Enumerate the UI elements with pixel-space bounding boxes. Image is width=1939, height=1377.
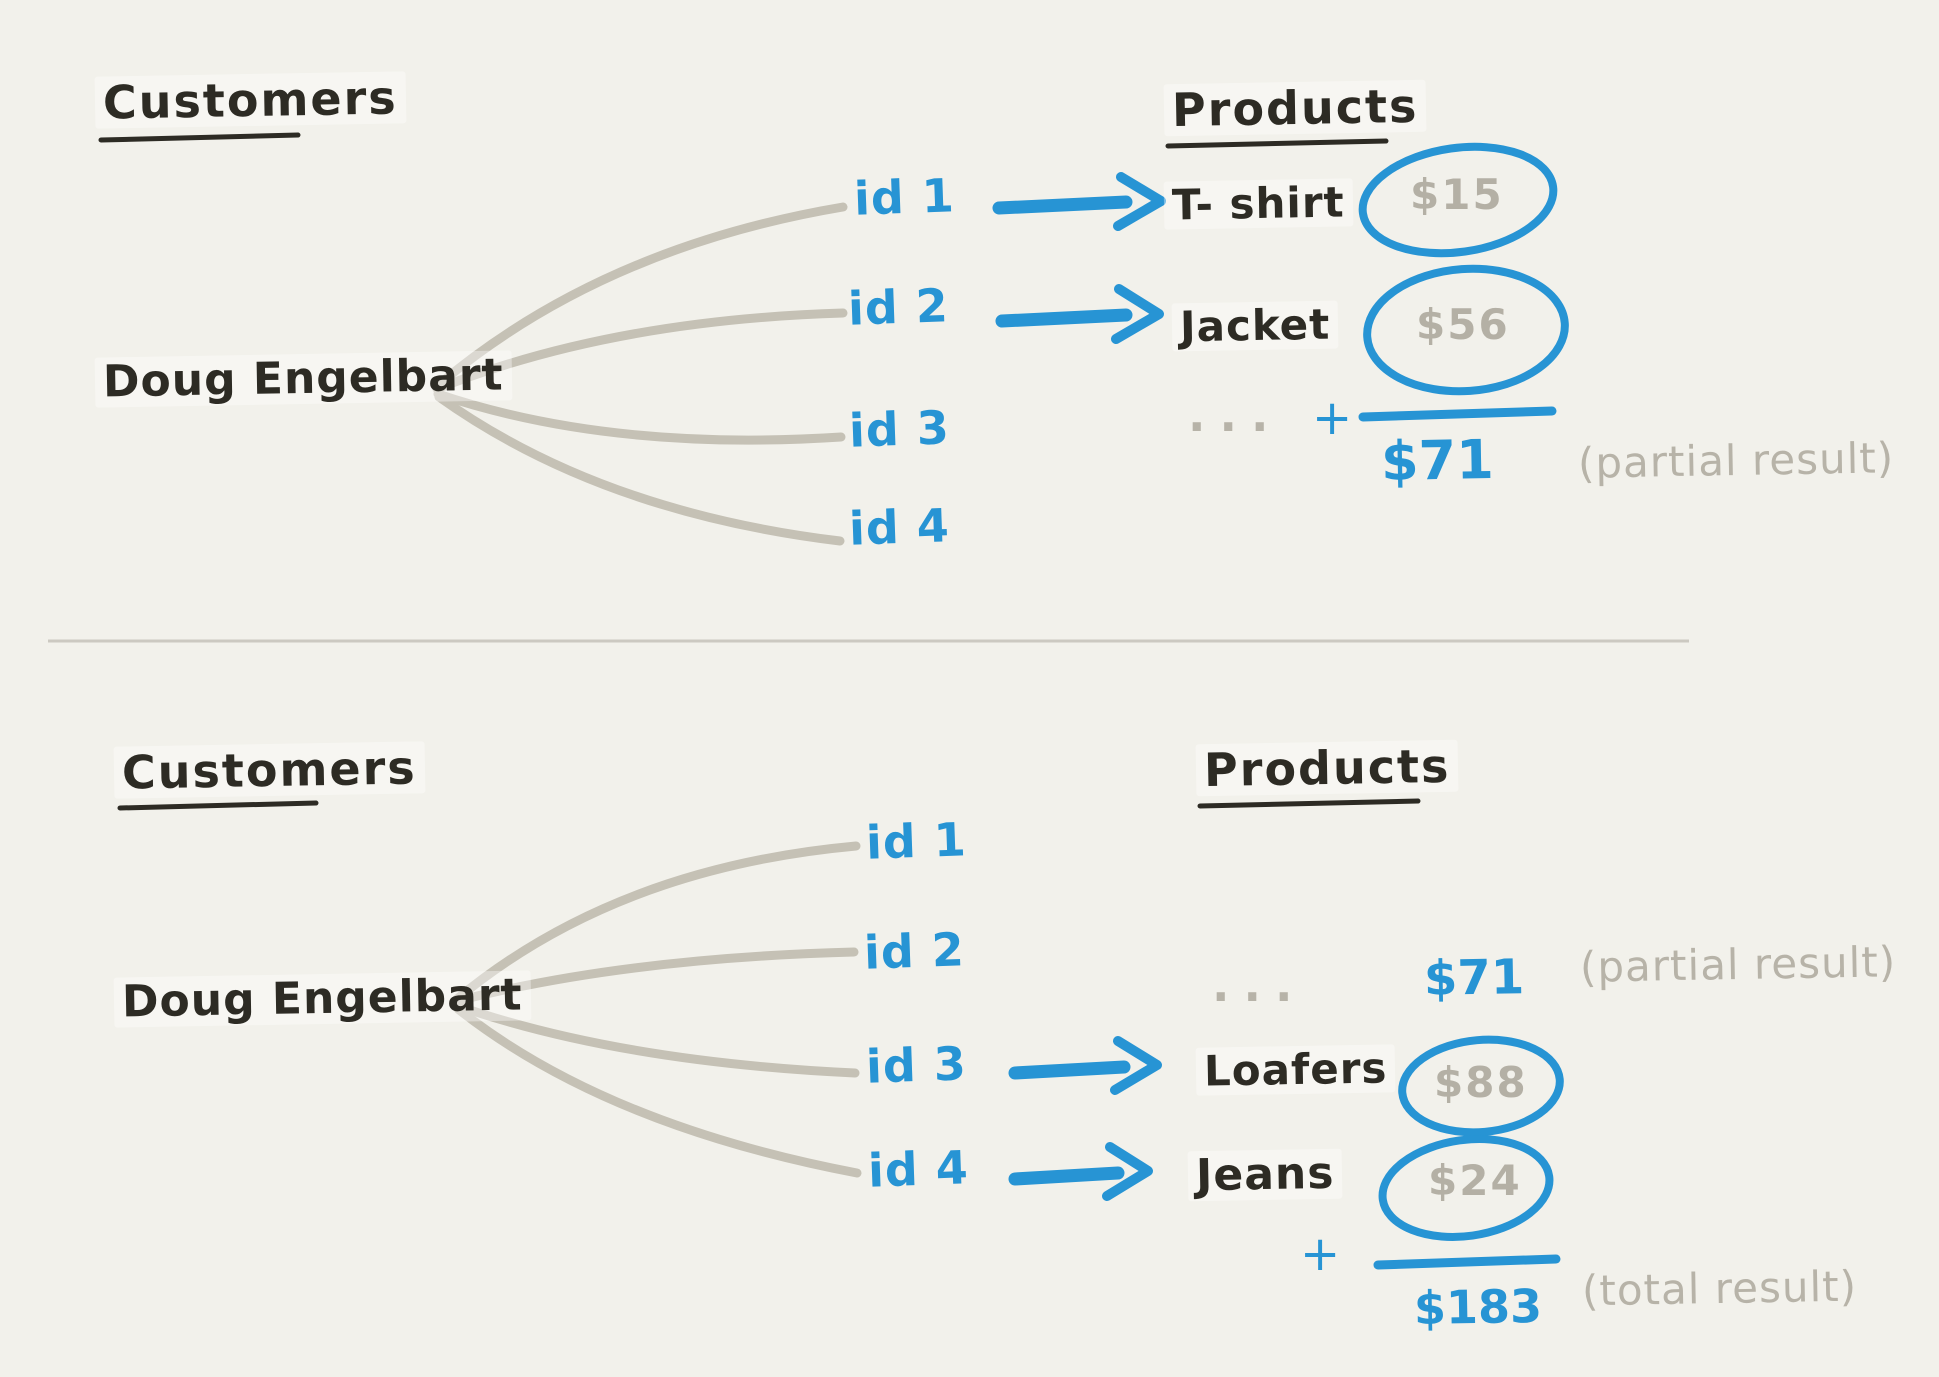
price-tshirt: $15 (1410, 170, 1504, 219)
products-heading-bottom: Products (1195, 739, 1459, 797)
product-loafers: Loafers (1195, 1043, 1396, 1096)
ellipsis-bottom: ... (1212, 958, 1307, 1012)
id1-label-bottom: id 1 (865, 812, 968, 870)
partial-result-note-bottom: (partial result) (1579, 937, 1897, 992)
arrow-id3-shaft (1008, 1060, 1131, 1080)
arrow-id3-head (1110, 1036, 1162, 1095)
arrow-id2-head (1111, 284, 1164, 344)
underline-customers-top (98, 132, 301, 143)
arrow-id1-shaft (992, 195, 1133, 215)
arrow-id4-head (1102, 1142, 1153, 1201)
id2-label-bottom: id 2 (863, 922, 966, 980)
partial-sum-top: $71 (1380, 428, 1495, 493)
product-jeans: Jeans (1187, 1148, 1343, 1202)
underline-customers-bottom (117, 800, 319, 811)
ellipsis-top: ... (1188, 388, 1283, 442)
sum-line-top (1358, 406, 1557, 422)
id3-label-top: id 3 (848, 400, 951, 458)
price-jeans: $24 (1428, 1156, 1522, 1205)
customers-heading-top: Customers (94, 70, 407, 130)
underline-products-bottom (1197, 798, 1421, 809)
fan-line-id4-top (434, 392, 845, 546)
product-jacket: Jacket (1171, 300, 1339, 352)
price-loafers: $88 (1434, 1058, 1528, 1107)
arrow-id4-shaft (1008, 1166, 1125, 1186)
fan-line-id3-top (433, 389, 846, 445)
carried-sum-bottom: $71 (1423, 949, 1525, 1007)
fan-line-id4-bottom (453, 1004, 862, 1178)
total-sum-bottom: $183 (1413, 1278, 1543, 1336)
plus-sign-bottom: + (1300, 1226, 1341, 1282)
id4-label-bottom: id 4 (867, 1140, 970, 1198)
plus-sign-top: + (1312, 390, 1353, 446)
id3-label-bottom: id 3 (865, 1036, 968, 1094)
arrow-id1-head (1113, 172, 1166, 231)
id1-label-top: id 1 (853, 168, 956, 226)
arrow-id2-shaft (995, 308, 1133, 328)
customer-name-bottom: Doug Engelbart (113, 970, 532, 1028)
sum-line-bottom (1373, 1254, 1561, 1270)
customers-heading-bottom: Customers (113, 740, 426, 800)
id4-label-top: id 4 (848, 498, 951, 556)
products-heading-top: Products (1163, 79, 1427, 137)
total-result-note-bottom: (total result) (1581, 1261, 1858, 1316)
partial-result-note-top: (partial result) (1577, 433, 1895, 488)
join-arrows (992, 172, 1166, 1201)
product-tshirt: T- shirt (1163, 177, 1354, 230)
customer-name-top: Doug Engelbart (94, 350, 513, 408)
id2-label-top: id 2 (847, 278, 950, 336)
underline-products-top (1165, 138, 1389, 149)
price-jacket: $56 (1416, 300, 1510, 349)
